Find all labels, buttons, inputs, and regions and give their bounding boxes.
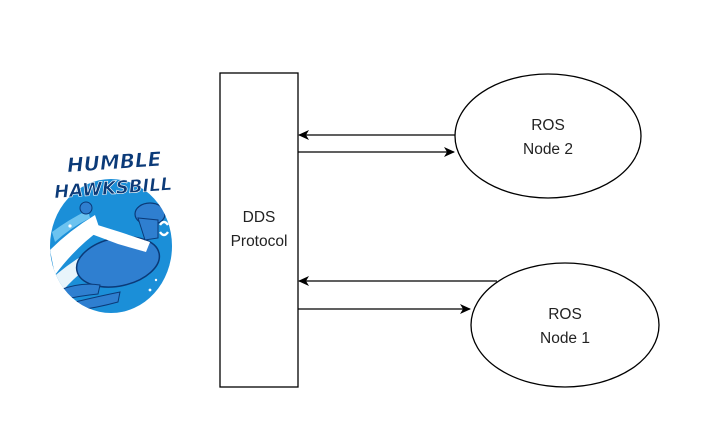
dds-protocol-box: DDS Protocol [219, 72, 299, 388]
dds-protocol-label-line1: DDS [243, 209, 276, 226]
logo-title-line2: HAWKSBILL [54, 174, 173, 203]
logo-title-line1: HUMBLE [66, 147, 162, 178]
dds-protocol-rect [219, 72, 299, 388]
ros-node-1-label-line1: ROS [548, 306, 582, 323]
humble-hawksbill-logo: HUMBLE HAWKSBILL [50, 146, 173, 313]
ros-node-2: ROS Node 2 [454, 73, 642, 199]
dds-protocol-label-line2: Protocol [231, 233, 288, 250]
ros-node-1-label-line2: Node 1 [540, 330, 590, 347]
ros-node-1-ellipse [470, 262, 660, 388]
ros-node-2-ellipse [454, 73, 642, 199]
ros-node-1: ROS Node 1 [470, 262, 660, 388]
ros-node-2-label-line1: ROS [531, 117, 565, 134]
turtle-mascot-icon [50, 179, 172, 313]
ros-node-2-label-line2: Node 2 [523, 141, 573, 158]
connections [298, 130, 497, 314]
